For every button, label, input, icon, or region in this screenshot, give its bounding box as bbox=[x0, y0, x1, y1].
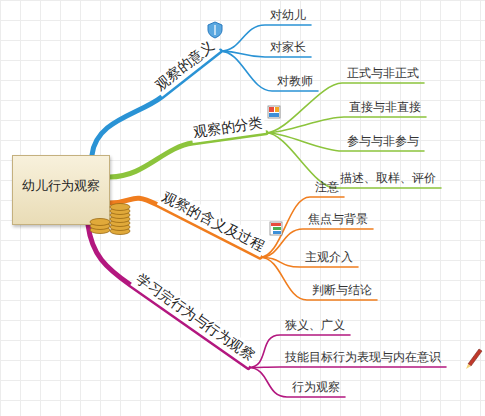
leaf-topic: 主观介入 bbox=[303, 250, 355, 265]
leaf-topic: 焦点与背景 bbox=[306, 212, 370, 227]
topic-text: 学习完行为与行为观察 bbox=[134, 270, 258, 363]
leaf-topic: 参与与非参与 bbox=[345, 134, 421, 149]
leaf-topic: 狭义、广义 bbox=[283, 318, 347, 333]
branch-topic: 学习完行为与行为观察 bbox=[130, 269, 259, 368]
leaf-topic: 技能目标行为表现与内在意识 bbox=[283, 350, 443, 365]
leaf-topic: 行为观察 bbox=[290, 380, 342, 395]
topic-text: 主观介入 bbox=[305, 250, 353, 265]
branch-topic: 观察的分类 bbox=[190, 113, 266, 143]
topic-text: 参与与非参与 bbox=[347, 134, 419, 149]
topic-text: 对教师 bbox=[277, 74, 313, 89]
branch-line bbox=[220, 51, 318, 91]
leaf-topic: 判断与结论 bbox=[310, 283, 374, 298]
topic-text: 幼儿行为观察 bbox=[22, 177, 100, 195]
branch-line bbox=[110, 133, 266, 177]
branch-line bbox=[248, 366, 446, 368]
topic-text: 判断与结论 bbox=[312, 283, 372, 298]
branch-line bbox=[266, 83, 424, 133]
leaf-topic: 正式与非正式 bbox=[345, 66, 421, 81]
leaf-topic: 描述、取样、评价 bbox=[338, 171, 438, 186]
topic-text: 描述、取样、评价 bbox=[340, 171, 436, 186]
branch-line bbox=[260, 197, 344, 257]
topic-text: 焦点与背景 bbox=[308, 212, 368, 227]
topic-text: 直接与非直接 bbox=[349, 100, 421, 115]
branch-line bbox=[266, 117, 426, 133]
topic-text: 行为观察 bbox=[292, 380, 340, 395]
topic-text: 技能目标行为表现与内在意识 bbox=[285, 350, 441, 365]
leaf-topic: 对教师 bbox=[275, 74, 315, 89]
topic-text: 狭义、广义 bbox=[285, 318, 345, 333]
topic-text: 观察的含义及过程 bbox=[160, 189, 267, 254]
process-icon bbox=[270, 222, 282, 235]
branch-topic: 观察的含义及过程 bbox=[157, 187, 269, 257]
topic-text: 对幼儿 bbox=[270, 8, 306, 23]
topic-text: 观察的意义 bbox=[152, 37, 217, 93]
branch-line bbox=[248, 368, 345, 398]
leaf-topic: 直接与非直接 bbox=[347, 100, 423, 115]
leaf-topic: 对家长 bbox=[268, 40, 308, 55]
category-icon bbox=[268, 106, 280, 118]
topic-text: 注意 bbox=[315, 180, 339, 195]
topic-text: 正式与非正式 bbox=[347, 66, 419, 81]
coins-illustration bbox=[86, 196, 138, 236]
leaf-topic: 对幼儿 bbox=[268, 8, 308, 23]
topic-text: 对家长 bbox=[270, 40, 306, 55]
topic-text: 观察的分类 bbox=[192, 114, 264, 140]
shield-icon bbox=[208, 22, 222, 38]
central-topic: 幼儿行为观察 bbox=[12, 155, 110, 225]
branch-line bbox=[266, 133, 441, 188]
branch-topic: 观察的意义 bbox=[150, 35, 221, 96]
leaf-topic: 注意 bbox=[313, 180, 341, 195]
pen-icon bbox=[466, 349, 482, 369]
